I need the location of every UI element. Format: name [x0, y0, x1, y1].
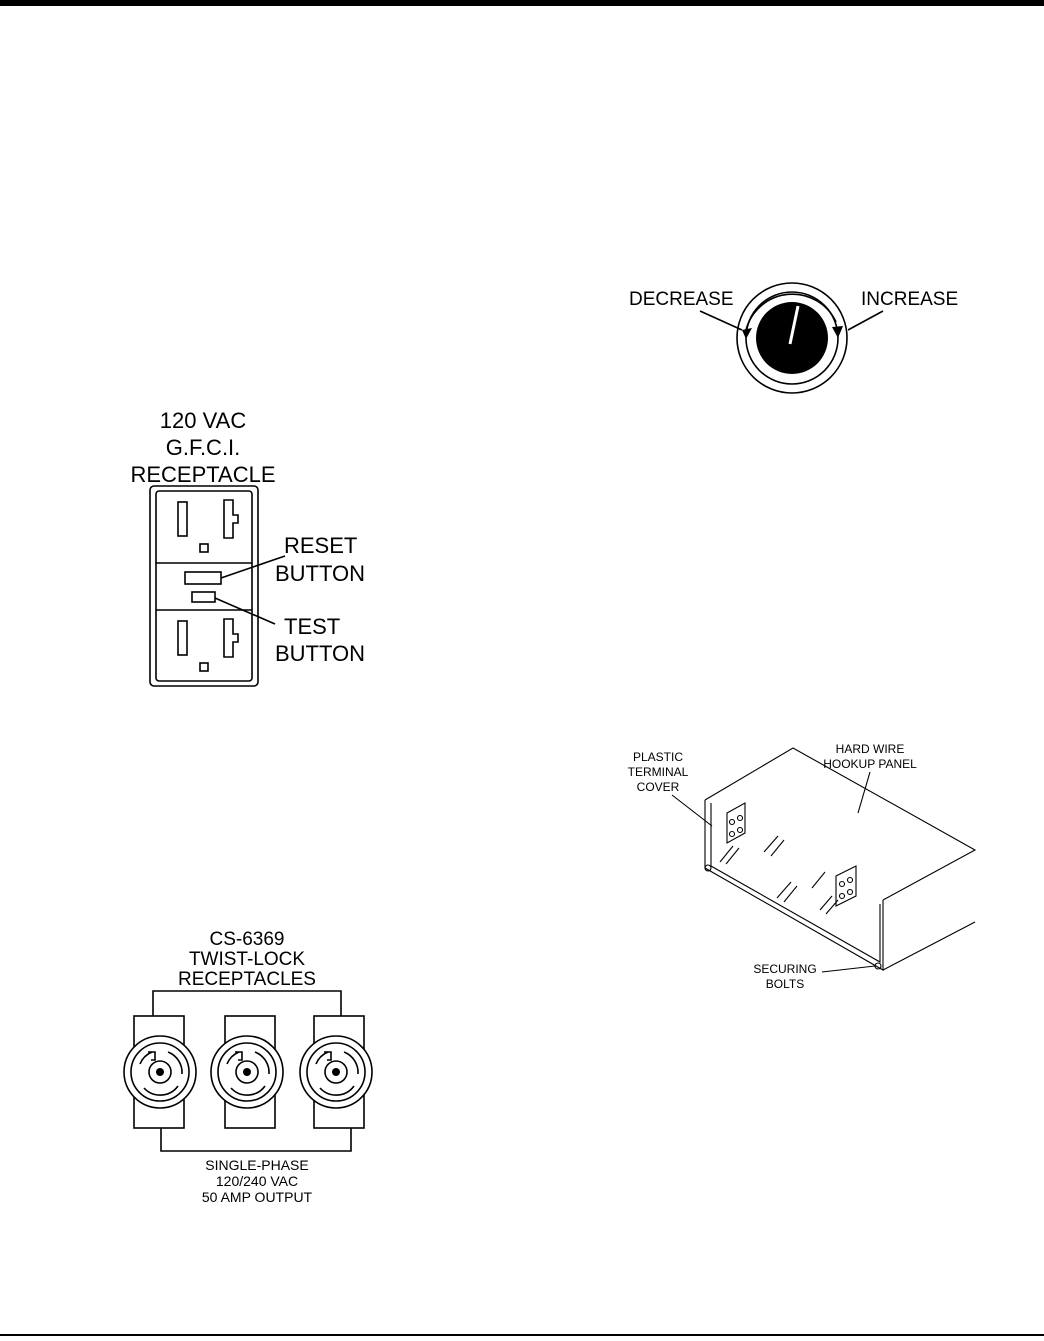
panel-leader-line: [857, 771, 871, 814]
lower-outlet-icon: [177, 618, 239, 672]
output-label-line1: SINGLE-PHASE: [205, 1157, 308, 1173]
panel-label-line2: HOOKUP PANEL: [823, 757, 917, 771]
increase-leader-line: [847, 310, 884, 331]
hinge-icon: [726, 802, 857, 907]
bottom-rule: [0, 1334, 1044, 1336]
cover-label-line2: TERMINAL: [628, 765, 689, 779]
output-label-line3: 50 AMP OUTPUT: [202, 1189, 313, 1205]
gfci-title-line2: G.F.C.I.: [166, 435, 241, 460]
cover-label-line1: PLASTIC: [633, 750, 683, 764]
bottom-bracket: [160, 1128, 352, 1152]
cover-leader-line: [671, 794, 713, 827]
glare-marks: [719, 835, 839, 915]
increase-label: INCREASE: [861, 289, 958, 310]
twistlock-receptacle-icon: [210, 1015, 284, 1129]
gfci-receptacle-body: [149, 485, 259, 687]
twistlock-receptacle-icon: [299, 1015, 373, 1129]
cover-label-line3: COVER: [637, 780, 680, 794]
decrease-label: DECREASE: [629, 289, 734, 310]
bolts-label-line2: BOLTS: [766, 977, 804, 991]
reset-leader-line: [220, 555, 286, 579]
bolts-leader-line: [821, 965, 876, 973]
test-button-icon: [191, 591, 216, 603]
bolts-label-line1: SECURING: [753, 962, 816, 976]
bolt-icon: [704, 864, 712, 872]
top-bracket: [152, 990, 342, 1016]
reset-label-line1: RESET: [284, 533, 357, 558]
decrease-leader-line: [699, 310, 743, 331]
gfci-title-line1: 120 VAC: [160, 408, 247, 433]
twistlock-title-line1: CS-6369: [210, 929, 285, 950]
twistlock-receptacle-icon: [123, 1015, 197, 1129]
reset-label-line2: BUTTON: [275, 561, 365, 586]
panel-box: [704, 747, 977, 971]
rotation-arrow-icon: [742, 293, 843, 339]
test-leader-line: [214, 597, 276, 625]
test-label-line1: TEST: [284, 614, 340, 639]
gfci-title-line3: RECEPTACLE: [130, 462, 275, 487]
test-label-line2: BUTTON: [275, 641, 365, 666]
upper-outlet-icon: [177, 499, 239, 553]
twistlock-title-line3: RECEPTACLES: [178, 969, 316, 990]
twistlock-title-line2: TWIST-LOCK: [189, 949, 305, 970]
output-label-line2: 120/240 VAC: [216, 1173, 298, 1189]
top-rule: [0, 0, 1044, 6]
panel-label-line1: HARD WIRE: [836, 742, 905, 756]
